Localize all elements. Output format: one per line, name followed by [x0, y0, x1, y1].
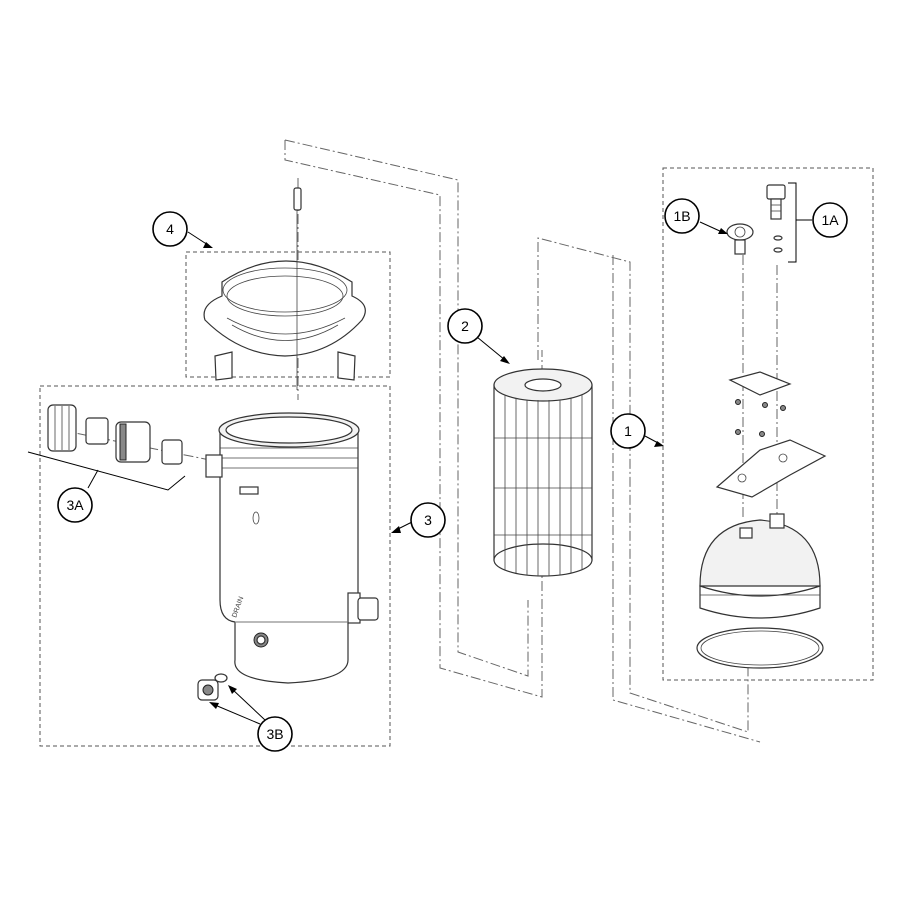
leader-3b-right: [231, 688, 266, 721]
callout-1a: 1A: [812, 202, 848, 238]
group-box-lid-assembly: [662, 167, 874, 681]
leader-1b: [699, 221, 723, 233]
arrow-3: [391, 526, 401, 533]
callout-1a-label: 1A: [821, 212, 839, 228]
group-box-lock-ring: [185, 251, 391, 378]
air-relief-valve-part: [766, 184, 786, 253]
callout-3a: 3A: [57, 487, 93, 523]
group-box-tank-body: [39, 385, 391, 747]
callout-1b: 1B: [664, 198, 700, 234]
tank-body-part: [205, 412, 379, 684]
arrow-1: [654, 441, 664, 447]
callout-3a-label: 3A: [66, 497, 84, 513]
filter-cartridge-part: [493, 368, 593, 577]
bracket-1a: [788, 182, 797, 263]
arrow-3b-right: [228, 685, 237, 694]
lid-assembly-part: [696, 371, 827, 669]
callout-4: 4: [152, 211, 188, 247]
assembly-path-inner-loop: [284, 139, 529, 677]
leader-3b-left: [214, 704, 261, 725]
callout-1b-label: 1B: [673, 208, 690, 224]
union-fittings-part: [47, 404, 183, 465]
assembly-path-cartridge-inner: [612, 255, 761, 743]
arrow-1b: [718, 228, 728, 234]
callout-3-label: 3: [424, 512, 432, 528]
assembly-path-outer-loop: [284, 140, 543, 698]
callout-2: 2: [447, 308, 483, 344]
lock-ring-part: [203, 187, 366, 390]
callout-2-label: 2: [461, 318, 469, 334]
callout-4-label: 4: [166, 221, 174, 237]
callout-3: 3: [410, 502, 446, 538]
arrow-2: [500, 356, 510, 364]
leader-3a: [87, 469, 99, 489]
callout-1-label: 1: [624, 423, 632, 439]
callout-3b: 3B: [257, 716, 293, 752]
callout-3b-label: 3B: [266, 726, 283, 742]
drain-plug-part: [197, 673, 228, 701]
pressure-gauge-part: [726, 223, 754, 255]
callout-1: 1: [610, 413, 646, 449]
arrow-3b-left: [209, 702, 219, 709]
bracket-3a: [27, 451, 186, 491]
leader-4: [187, 231, 209, 246]
assembly-path-cartridge: [537, 237, 749, 733]
leader-2: [476, 336, 506, 361]
arrow-4: [203, 242, 213, 248]
